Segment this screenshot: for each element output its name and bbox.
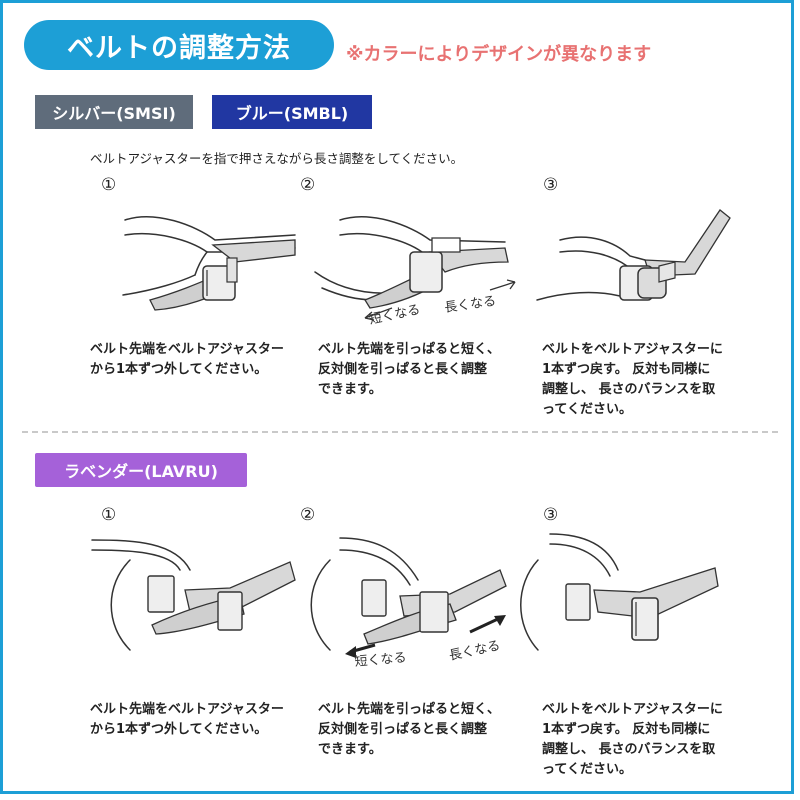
section2-step3-number: ③ (543, 505, 559, 525)
badge-silver: シルバー(SMSI) (35, 95, 193, 129)
badge-lavender: ラベンダー(LAVRU) (35, 453, 247, 487)
section1-step3-illustration (536, 209, 731, 301)
section2-step3-text: ベルトをベルトアジャスターに 1本ずつ戻す。 反対も同様に 調整し、 長さのバラ… (542, 702, 723, 777)
section-divider (22, 431, 778, 433)
badge-blue: ブルー(SMBL) (212, 95, 372, 129)
section2-step1-illustration (91, 539, 296, 651)
section2-step2-long-label: 長くなる (448, 638, 502, 663)
section1-step1-illustration (122, 216, 296, 311)
section1-step2-text: ベルト先端を引っぱると短く、 反対側を引っぱると長く調整 できます。 (318, 342, 501, 397)
section1-intro: ベルトアジャスターを指で押さえながら長さ調整をしてください。 (90, 151, 464, 166)
section1-step2-number: ② (300, 175, 316, 195)
section1-step3-text: ベルトをベルトアジャスターに 1本ずつ戻す。 反対も同様に 調整し、 長さのバラ… (542, 342, 723, 417)
color-design-note: ※カラーによりデザインが異なります (346, 44, 652, 65)
section1-step2-long-label: 長くなる (443, 294, 497, 316)
section2-step3-illustration (520, 533, 719, 651)
section2-step2-illustration: 短くなる 長くなる (310, 537, 507, 670)
section1-step2-illustration: 短くなる 長くなる (314, 216, 516, 328)
section1-step3-number: ③ (543, 175, 559, 195)
page-title: ベルトの調整方法 (24, 20, 334, 70)
section1-step1-text: ベルト先端をベルトアジャスター から1本ずつ外してください。 (90, 342, 284, 377)
section2-step2-text: ベルト先端を引っぱると短く、 反対側を引っぱると長く調整 できます。 (318, 702, 501, 757)
section2-step2-number: ② (300, 505, 316, 525)
section2-step2-short-label: 短くなる (354, 651, 407, 670)
section2-step1-text: ベルト先端をベルトアジャスター から1本ずつ外してください。 (90, 702, 284, 737)
section2-step1-number: ① (101, 505, 117, 525)
section1-step1-number: ① (101, 175, 117, 195)
